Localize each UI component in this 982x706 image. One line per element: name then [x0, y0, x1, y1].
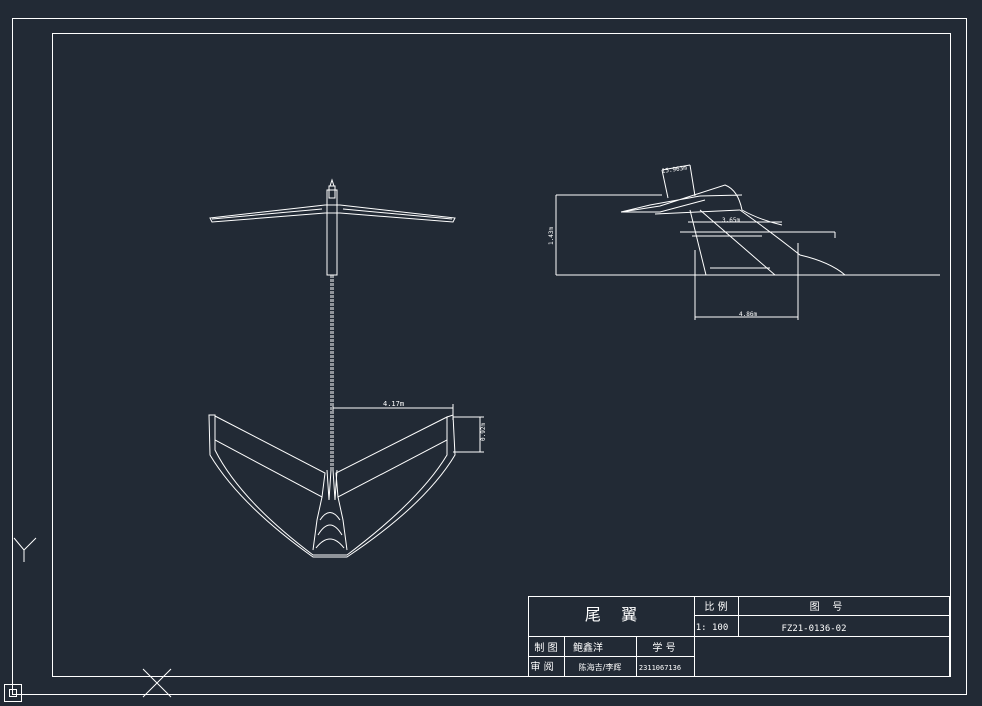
reviewer-name: 陈海吉/李辉 [579, 662, 622, 672]
drawing-no: FZ21-0136-02 [781, 624, 846, 634]
inner-border [52, 33, 951, 677]
dim-side-tip-chord: 3.65m [722, 217, 740, 224]
outer-border [12, 18, 967, 695]
student-id: 2311067136 [639, 664, 681, 672]
scale-label: 比 例 [704, 600, 727, 613]
top-horizontal-tail [209, 204, 456, 223]
bottom-wing-outline [208, 414, 456, 558]
drafter-label: 制 图 [534, 641, 557, 654]
drafter-name: 鲍鑫洋 [573, 641, 603, 654]
drawing-no-label: 图 号 [810, 601, 843, 613]
side-view: 1.43m 3.65m 15.963m 4.86m [548, 164, 940, 320]
dim-side-sweep: 15.963m [661, 164, 687, 175]
ucs-icon [13, 537, 37, 562]
reviewer-label: 审 阅 [530, 660, 553, 673]
drawing-title: 尾 翼 [585, 605, 637, 624]
plan-view: 4.17m 0.92m [208, 178, 487, 558]
scale-value: 1: 100 [696, 623, 729, 633]
student-id-label: 学 号 [652, 641, 675, 654]
title-block: 尾 翼 比 例 1: 100 图 号 FZ21-0136-02 制 图 鲍鑫洋 … [528, 596, 950, 677]
dim-top-span: 4.17m [383, 400, 404, 408]
vertical-tail-profile [620, 184, 783, 226]
viewport-corner-icon[interactable] [4, 684, 22, 702]
crosshair-cursor-icon [142, 668, 172, 698]
dim-side-height: 1.43m [548, 227, 555, 245]
dim-top-depth: 0.92m [480, 423, 487, 441]
dim-side-root-chord: 4.86m [739, 311, 757, 318]
